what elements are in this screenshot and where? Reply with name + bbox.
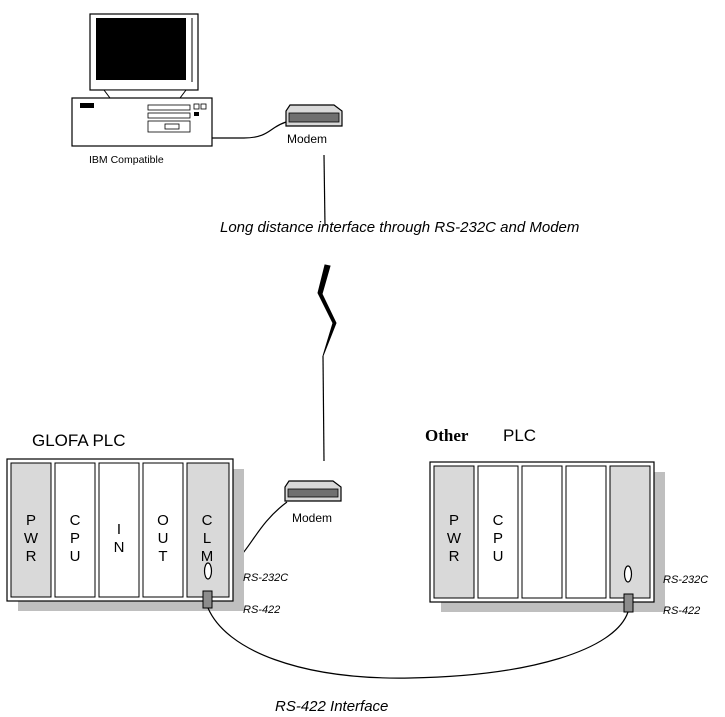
ibm-computer	[71, 13, 213, 147]
glofa-rs422-label: RS-422	[243, 604, 280, 616]
other-slot-3	[521, 465, 563, 599]
long-distance-link	[317, 154, 337, 462]
modem-bottom-icon	[284, 480, 342, 502]
modem-top-icon	[285, 104, 343, 127]
other-rs232c-label: RS-232C	[663, 574, 708, 586]
glofa-pwr-module	[10, 462, 52, 598]
glofa-rs232c-port	[203, 562, 213, 580]
other-slot-4	[565, 465, 607, 599]
other-rs232c-port	[623, 565, 633, 583]
other-plc-title-suffix: PLC	[503, 426, 536, 445]
other-pwr-module	[433, 465, 475, 599]
glofa-cpu-module	[54, 462, 96, 598]
rs422-cable	[207, 607, 629, 679]
rs422-interface-label: RS-422 Interface	[275, 698, 388, 715]
computer-label: IBM Compatible	[89, 154, 164, 166]
glofa-plc-title: GLOFA PLC	[32, 431, 126, 450]
other-cpu-module	[477, 465, 519, 599]
other-plc-rack	[429, 461, 665, 612]
glofa-out-module	[142, 462, 184, 598]
other-rs422-port	[623, 593, 634, 613]
glofa-in-module	[98, 462, 140, 598]
modem-top-label: Modem	[287, 132, 327, 146]
computer-modem-cable	[212, 121, 287, 139]
other-rs422-label: RS-422	[663, 605, 700, 617]
link-label: Long distance interface through RS-232C …	[220, 219, 579, 236]
other-plc-title-prefix: Other	[425, 426, 469, 445]
glofa-rs232c-label: RS-232C	[243, 572, 288, 584]
modem-bottom-label: Modem	[292, 511, 332, 525]
glofa-rs422-port	[202, 590, 213, 609]
